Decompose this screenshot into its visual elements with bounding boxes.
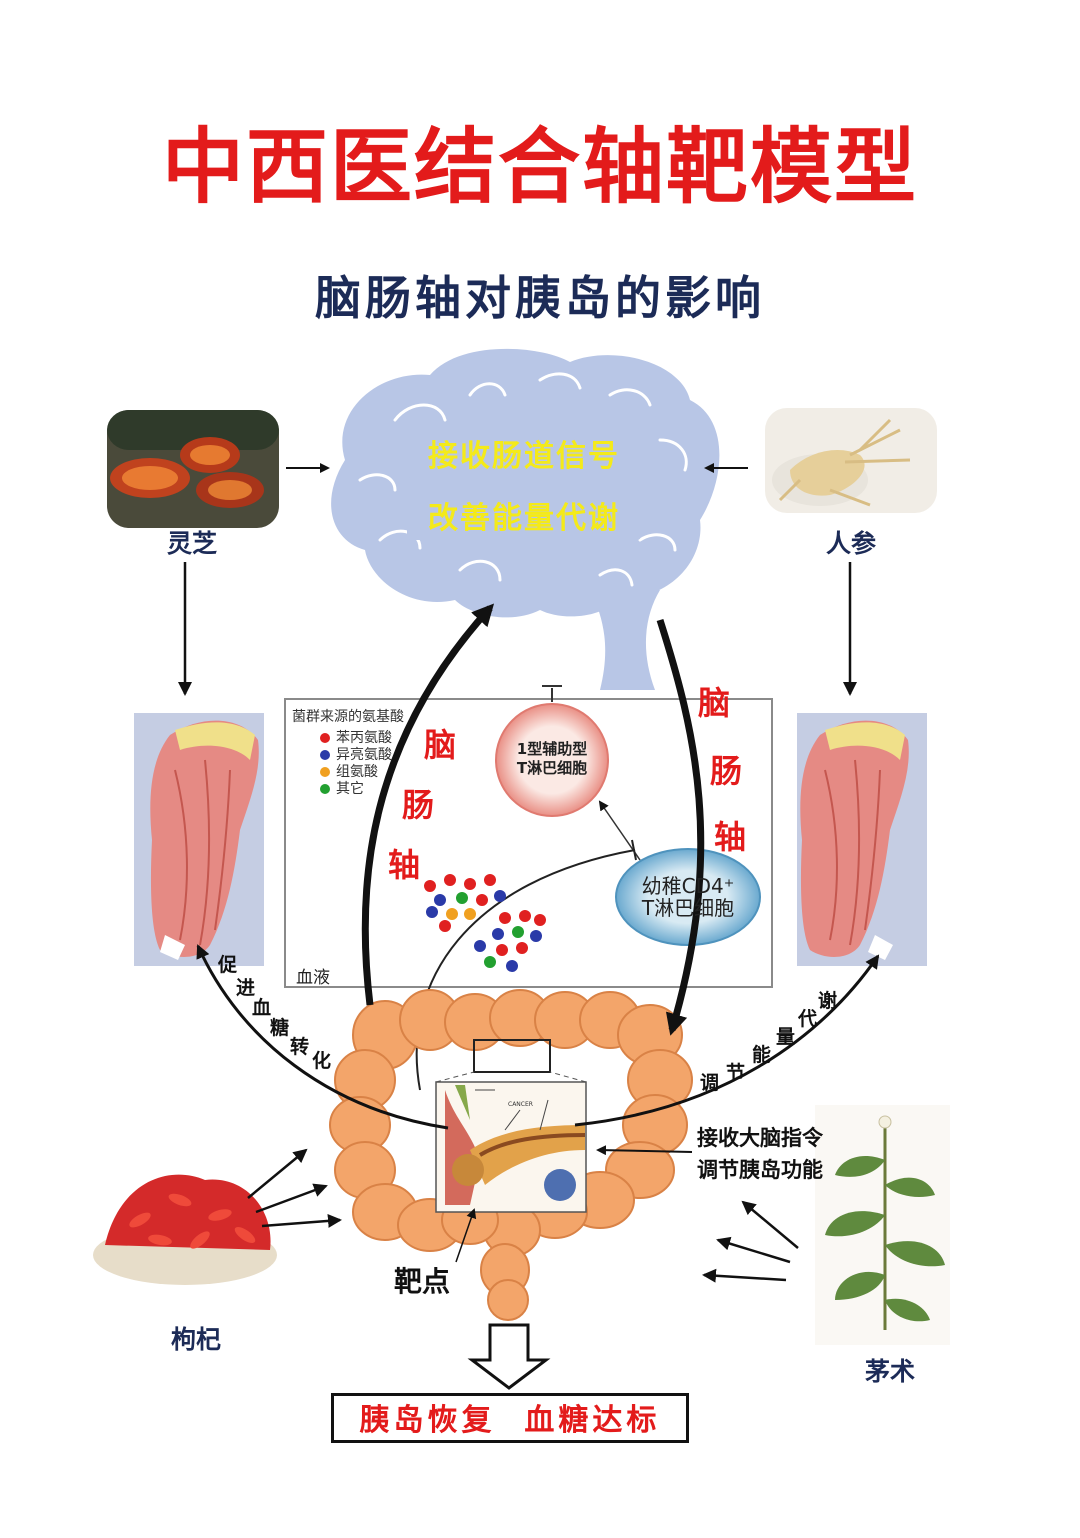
result-arrow xyxy=(467,1323,551,1390)
brain xyxy=(331,348,720,690)
left-curve-char: 促 xyxy=(218,954,238,976)
result-box: 胰岛恢复 血糖达标 xyxy=(331,1393,689,1443)
legend-item: 异亮氨酸 xyxy=(320,747,392,764)
naive-label-line1: 幼稚CD4⁺ xyxy=(641,874,735,898)
th1-label-line2: T淋巴细胞 xyxy=(516,759,588,777)
legend-item: 组氨酸 xyxy=(320,764,392,781)
axis-left-char-3: 轴 xyxy=(388,846,421,884)
lingzhi-image xyxy=(107,410,279,528)
naive-label-line2: T淋巴细胞 xyxy=(641,896,735,920)
th1-label-line1: 1型辅助型 xyxy=(516,740,588,758)
renshen-label: 人参 xyxy=(825,529,876,558)
legend: 苯丙氨酸 异亮氨酸 组氨酸 其它 xyxy=(320,730,392,798)
pancreas-note-line2: 调节胰岛功能 xyxy=(697,1158,823,1182)
th1-cell-label: 1型辅助型 T淋巴细胞 xyxy=(502,740,602,778)
inset-title: 菌群来源的氨基酸 xyxy=(292,709,404,725)
brain-energy-text: 改善能量代谢 xyxy=(407,490,641,540)
legend-dot xyxy=(320,750,330,760)
gouqi-label: 枸杞 xyxy=(170,1325,221,1354)
left-curve-char: 转 xyxy=(290,1036,310,1058)
legend-dot xyxy=(320,767,330,777)
legend-item: 其它 xyxy=(320,781,392,798)
left-arm-image xyxy=(134,713,264,966)
target-label: 靶点 xyxy=(394,1265,451,1298)
main-title: 中西医结合轴靶模型 xyxy=(161,120,918,215)
blood-label: 血液 xyxy=(296,968,330,988)
legend-dot xyxy=(320,784,330,794)
axis-left-char-1: 脑 xyxy=(424,726,457,764)
legend-label: 其它 xyxy=(336,781,364,797)
maozhu-image xyxy=(815,1105,950,1345)
pancreas-image xyxy=(435,1081,587,1213)
legend-label: 组氨酸 xyxy=(336,764,378,780)
right-curve-char: 代 xyxy=(798,1008,818,1030)
right-curve-char: 调 xyxy=(700,1072,720,1094)
right-curve-char: 谢 xyxy=(818,990,838,1012)
axis-left-char-2: 肠 xyxy=(402,786,435,824)
left-curve-char: 化 xyxy=(312,1050,332,1072)
brain-signal-text: 接收肠道信号 xyxy=(407,428,641,478)
right-curve-char: 节 xyxy=(726,1062,746,1084)
left-curve-char: 血 xyxy=(252,997,272,1019)
axis-right-char-2: 肠 xyxy=(710,752,743,790)
maozhu-label: 茅术 xyxy=(864,1357,915,1386)
subtitle: 脑肠轴对胰岛的影响 xyxy=(315,271,765,325)
zoom-box xyxy=(473,1039,551,1073)
legend-label: 异亮氨酸 xyxy=(336,747,392,763)
amino-dots xyxy=(424,874,546,972)
axis-right-char-1: 脑 xyxy=(698,684,731,722)
pancreas-cancer-label: CANCER xyxy=(508,1101,533,1108)
right-curve-char: 能 xyxy=(752,1044,772,1066)
pancreas-note-line1: 接收大脑指令 xyxy=(697,1126,823,1150)
renshen-image xyxy=(765,408,937,513)
left-curve-char: 糖 xyxy=(270,1017,290,1039)
right-arm-image xyxy=(797,713,927,966)
left-curve-char: 进 xyxy=(236,977,256,999)
right-curve-char: 量 xyxy=(776,1026,796,1048)
gouqi-image xyxy=(93,1174,277,1285)
legend-dot xyxy=(320,733,330,743)
lingzhi-label: 灵芝 xyxy=(166,529,217,558)
axis-right-char-3: 轴 xyxy=(714,818,747,856)
legend-label: 苯丙氨酸 xyxy=(336,730,392,746)
legend-item: 苯丙氨酸 xyxy=(320,730,392,747)
colon xyxy=(329,989,693,1321)
naive-cell-label: 幼稚CD4⁺ T淋巴细胞 xyxy=(620,875,756,919)
